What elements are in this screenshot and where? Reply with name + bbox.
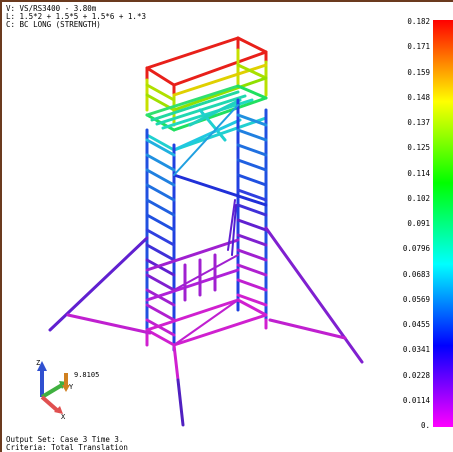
scaffold-top-frame: [145, 36, 268, 97]
orientation-triad: Z Y X 9.8105: [36, 359, 99, 421]
diagonal-brace-upper: [173, 104, 239, 176]
z-arrow-icon: [37, 361, 47, 371]
gravity-value: 9.8105: [74, 371, 99, 379]
legend-tick-label: 0.114: [407, 168, 430, 178]
legend-tick-label: 0.091: [407, 219, 430, 228]
gravity-arrow-icon: [62, 385, 70, 392]
legend-color-bar: [433, 20, 453, 427]
legend-tick-label: 0.171: [407, 42, 430, 52]
legend-tick-label: 0.137: [407, 118, 430, 127]
scaffold-front-ladder: [145, 128, 176, 352]
scaffold-platform: [145, 84, 268, 152]
legend-labels: 0.182 0.171 0.159 0.148 0.137 0.125 0.114 0.102…: [370, 14, 430, 434]
legend-tick-label: 0.: [420, 421, 430, 430]
header-view-line: V: VS/RS3400 - 3.80m: [6, 4, 97, 13]
legend-tick-label: 0.0228: [402, 370, 430, 380]
viewport-frame-left: [0, 0, 2, 452]
y-label: Y: [69, 383, 74, 391]
footer-criteria: Criteria: Total Translation: [6, 443, 128, 452]
legend-tick-label: 0.0114: [402, 395, 430, 405]
legend-tick-label: 0.0455: [402, 320, 430, 329]
diagonal-brace: [172, 173, 268, 207]
x-arrow-icon: [54, 406, 63, 414]
scaffold-back-ladder: [236, 98, 268, 322]
x-label: X: [61, 413, 66, 421]
scaffold-legs: [145, 318, 268, 427]
header-constraint-line: C: BC LONG (STRENGTH): [6, 20, 101, 29]
legend-tick-label: 0.182: [407, 17, 430, 26]
legend-tick-label: 0.0683: [402, 269, 430, 279]
legend-tick-label: 0.102: [407, 193, 430, 203]
legend-tick-label: 0.159: [407, 67, 430, 77]
viewport-frame-top: [0, 0, 453, 2]
outriggers: [48, 226, 364, 364]
legend-tick-label: 0.0569: [402, 294, 430, 304]
scaffold-base-frame: [145, 199, 268, 347]
legend-tick-label: 0.0796: [402, 244, 430, 254]
header-load-line: L: 1.5*2 + 1.5*5 + 1.5*6 + 1.*3: [6, 12, 146, 21]
legend-tick-label: 0.148: [407, 92, 430, 102]
y-axis: [40, 383, 64, 399]
x-axis: [40, 395, 60, 413]
z-label: Z: [36, 359, 40, 367]
legend-tick-label: 0.125: [407, 143, 430, 153]
footer-output-set: Output Set: Case 3 Time 3.: [6, 435, 124, 444]
legend-tick-label: 0.0341: [402, 345, 430, 355]
